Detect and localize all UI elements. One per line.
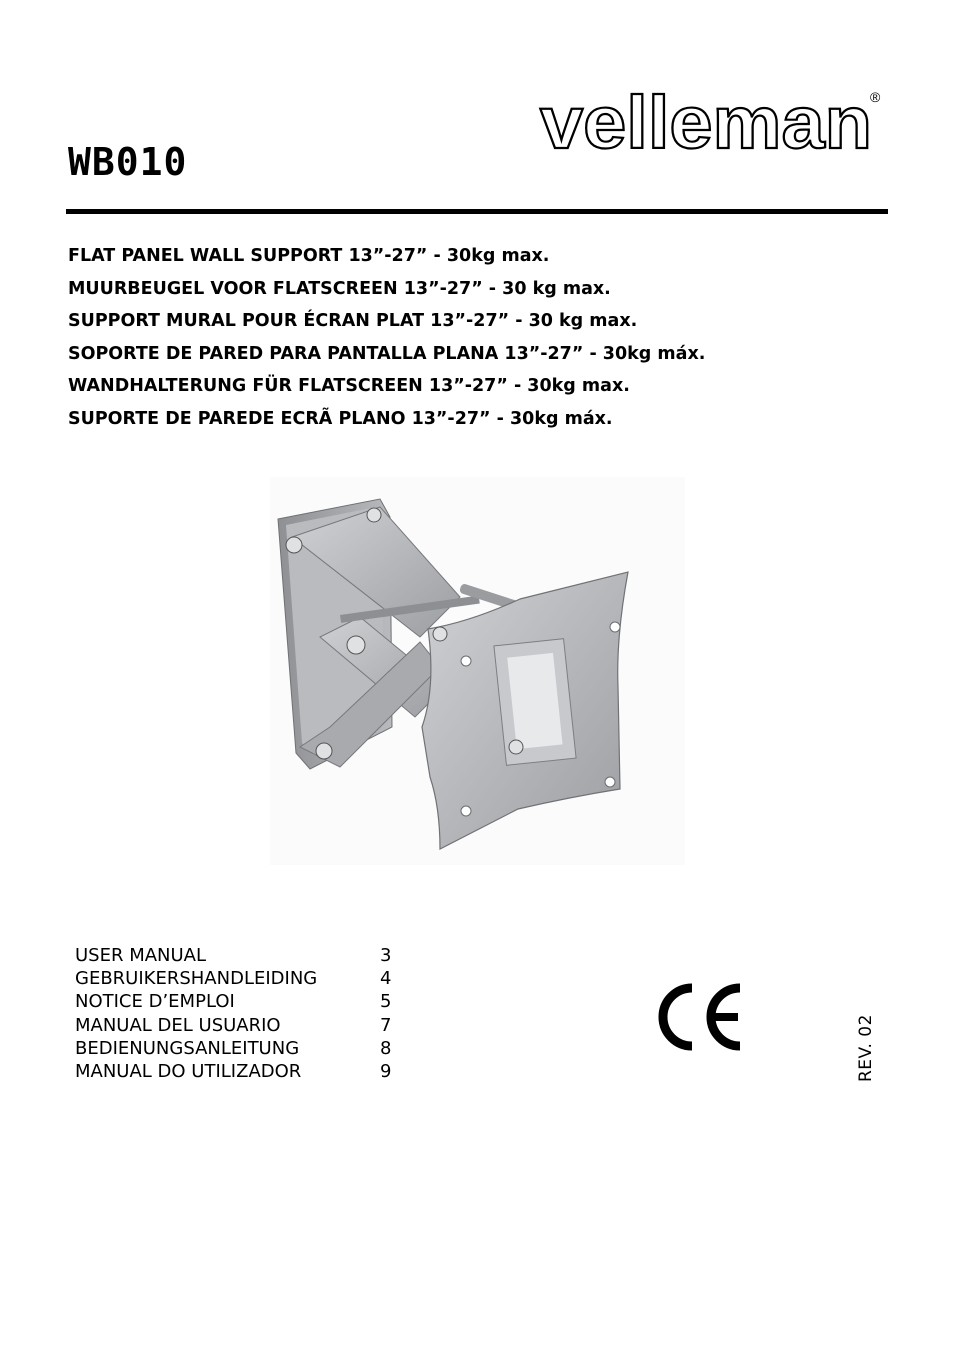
product-photo (270, 477, 685, 865)
ce-mark-icon (658, 983, 741, 1051)
toc-page: 4 (380, 968, 392, 990)
wall-bracket-image (277, 498, 629, 850)
toc-page: 8 (380, 1037, 392, 1059)
table-of-contents: USER MANUAL 3 GEBRUIKERSHANDLEIDING 4 NO… (75, 944, 400, 1083)
toc-page: 5 (380, 991, 392, 1013)
toc-label: BEDIENUNGSANLEITUNG (75, 1037, 300, 1059)
toc-label: USER MANUAL (75, 945, 207, 966)
toc-row: MANUAL DEL USUARIO 7 (75, 1014, 400, 1037)
toc-label: MANUAL DO UTILIZADOR (75, 1060, 302, 1082)
title-de: WANDHALTERUNG FÜR FLATSCREEN 13”-27” - 3… (68, 376, 630, 397)
svg-text:velleman: velleman (540, 88, 872, 156)
toc-label: MANUAL DEL USUARIO (75, 1014, 281, 1036)
toc-row: MANUAL DO UTILIZADOR 9 (75, 1060, 400, 1083)
toc-label: GEBRUIKERSHANDLEIDING (75, 968, 318, 990)
title-fr: SUPPORT MURAL POUR ÉCRAN PLAT 13”-27” - … (68, 311, 638, 332)
revision-label: REV. 02 (856, 1014, 876, 1082)
toc-page: 7 (380, 1014, 392, 1036)
title-en: FLAT PANEL WALL SUPPORT 13”-27” - 30kg m… (68, 246, 550, 266)
product-titles: FLAT PANEL WALL SUPPORT 13”-27” - 30kg m… (68, 240, 705, 436)
model-number: WB010 (68, 140, 188, 184)
toc-row: GEBRUIKERSHANDLEIDING 4 (75, 967, 400, 990)
toc-row: BEDIENUNGSANLEITUNG 8 (75, 1037, 400, 1060)
toc-page: 9 (380, 1060, 392, 1082)
svg-text:®: ® (870, 89, 881, 105)
velleman-logo: velleman ® (539, 88, 881, 156)
toc-label: NOTICE D’EMPLOI (75, 991, 235, 1013)
divider-rule (66, 209, 888, 214)
title-es: SOPORTE DE PARED PARA PANTALLA PLANA 13”… (68, 343, 706, 364)
title-pt: SUPORTE DE PAREDE ECRÃ PLANO 13”-27” - 3… (68, 408, 613, 429)
toc-page: 3 (380, 945, 392, 966)
toc-row: NOTICE D’EMPLOI 5 (75, 990, 400, 1013)
toc-row: USER MANUAL 3 (75, 944, 400, 967)
title-nl: MUURBEUGEL VOOR FLATSCREEN 13”-27” - 30 … (68, 278, 611, 299)
